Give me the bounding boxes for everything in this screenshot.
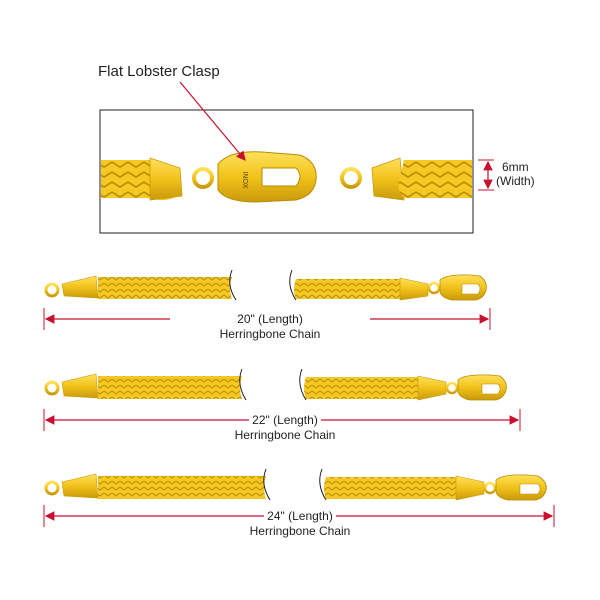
length-label-24: 24" (Length) [200,509,400,523]
width-value: 6mm [502,160,529,174]
width-caption: (Width) [496,174,535,188]
detail-frame [99,109,474,234]
closeup-jump-ring-left [192,167,214,189]
closeup-jump-ring-right [340,167,362,189]
length-value: 24" (Length) [264,509,336,523]
length-value: 22" (Length) [249,413,321,427]
length-label-20: 20" (Length) [170,312,370,326]
closeup-chain-left [101,157,183,201]
width-indicator [478,159,494,191]
chain-20-illustration [44,269,487,301]
chain-22-illustration [44,368,507,401]
closeup-chain-right [371,157,472,201]
callout-label: Flat Lobster Clasp [98,63,220,80]
length-value: 20" (Length) [234,312,306,326]
chain-24-illustration [44,468,547,501]
closeup-lobster-clasp: INOX [217,151,317,203]
chain-name-20: Herringbone Chain [219,327,321,341]
length-label-22: 22" (Length) [185,413,385,427]
callout-leader [179,81,246,161]
clasp-engraving: INOX [241,171,248,188]
width-label: 6mm (Width) [496,160,535,188]
chain-name-24: Herringbone Chain [249,524,351,538]
chain-name-22: Herringbone Chain [234,428,336,442]
